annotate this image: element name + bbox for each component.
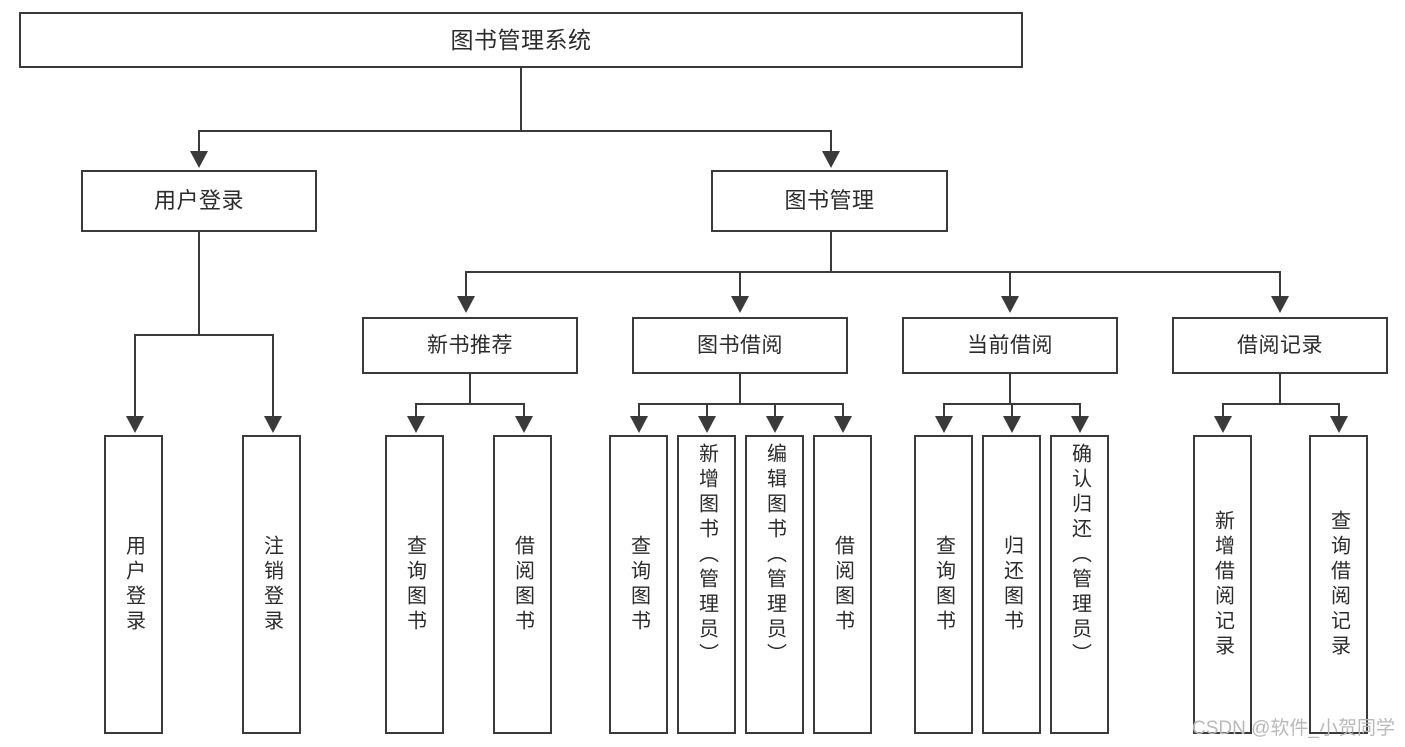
node-book-management[interactable]: 图书管理 xyxy=(711,170,948,232)
arrowhead-leaf-edit-book xyxy=(766,416,784,433)
node-label: 图书管理系统 xyxy=(450,26,592,53)
connector-bb-leaf1 xyxy=(638,403,640,418)
connector-nbr-leaf1 xyxy=(415,403,417,418)
node-user-login[interactable]: 用户登录 xyxy=(81,170,317,232)
connector-to-book-management xyxy=(830,130,832,154)
connector-current-borrow-stem xyxy=(1009,374,1011,404)
node-label: 编辑图书（管理员） xyxy=(763,443,786,668)
arrowhead-leaf-add-book xyxy=(698,416,716,433)
leaf-query-book-current-borrow[interactable]: 查询图书 xyxy=(914,435,973,734)
connector-cb-leaf2 xyxy=(1011,403,1013,418)
leaf-edit-book[interactable]: 编辑图书（管理员） xyxy=(745,435,804,734)
connector-user-login-bus xyxy=(134,334,274,336)
connector-user-login-leaf2 xyxy=(272,334,274,418)
leaf-user-login[interactable]: 用户登录 xyxy=(104,435,163,734)
arrowhead-to-user-login xyxy=(190,151,208,168)
leaf-query-book-book-borrow[interactable]: 查询图书 xyxy=(609,435,668,734)
arrowhead-to-book-borrow xyxy=(731,296,749,313)
node-label: 注销登录 xyxy=(260,534,283,635)
node-label: 用户登录 xyxy=(122,534,145,635)
node-label: 查询图书 xyxy=(627,534,650,635)
arrowhead-to-current-borrow xyxy=(1001,296,1019,313)
node-label: 查询借阅记录 xyxy=(1327,509,1350,660)
connector-br-leaf1 xyxy=(1222,403,1224,418)
connector-borrow-record-stem xyxy=(1279,374,1281,404)
connector-book-borrow-bus xyxy=(638,403,843,405)
node-label: 新书推荐 xyxy=(427,334,513,357)
node-label: 图书管理 xyxy=(784,188,875,213)
arrowhead-to-borrow-record xyxy=(1271,296,1289,313)
connector-root-stem xyxy=(520,68,522,131)
leaf-borrow-book-new-book-recommend[interactable]: 借阅图书 xyxy=(493,435,552,734)
node-label: 当前借阅 xyxy=(967,334,1053,357)
node-label: 图书借阅 xyxy=(697,334,783,357)
connector-new-book-recommend-bus xyxy=(415,403,523,405)
leaf-add-book[interactable]: 新增图书（管理员） xyxy=(677,435,736,734)
node-borrow-record[interactable]: 借阅记录 xyxy=(1172,317,1388,374)
arrowhead-leaf-user-logout xyxy=(264,416,282,433)
connector-to-user-login xyxy=(198,130,200,154)
connector-nbr-leaf2 xyxy=(523,403,525,418)
node-label: 查询图书 xyxy=(932,534,955,635)
connector-bb-leaf2 xyxy=(706,403,708,418)
node-current-borrow[interactable]: 当前借阅 xyxy=(902,317,1118,374)
leaf-add-borrow-record[interactable]: 新增借阅记录 xyxy=(1193,435,1252,734)
arrowhead-to-new-book-recommend xyxy=(457,296,475,313)
connector-new-book-recommend-stem xyxy=(469,374,471,404)
connector-user-login-leaf1 xyxy=(134,334,136,418)
arrowhead-to-book-management xyxy=(822,151,840,168)
leaf-confirm-return[interactable]: 确认归还（管理员） xyxy=(1050,435,1109,734)
arrowhead-leaf-borrow-book-1 xyxy=(515,416,533,433)
arrowhead-leaf-query-book-1 xyxy=(407,416,425,433)
leaf-return-book[interactable]: 归还图书 xyxy=(982,435,1041,734)
connector-to-current-borrow xyxy=(1009,271,1011,298)
node-book-borrow[interactable]: 图书借阅 xyxy=(632,317,848,374)
connector-br-leaf2 xyxy=(1338,403,1340,418)
arrowhead-leaf-return-book xyxy=(1003,416,1021,433)
leaf-user-logout[interactable]: 注销登录 xyxy=(242,435,301,734)
arrowhead-leaf-query-book-2 xyxy=(630,416,648,433)
arrowhead-leaf-borrow-book-2 xyxy=(834,416,852,433)
arrowhead-leaf-user-login xyxy=(126,416,144,433)
leaf-query-borrow-record[interactable]: 查询借阅记录 xyxy=(1309,435,1368,734)
connector-user-login-stem xyxy=(198,232,200,335)
arrowhead-leaf-query-record xyxy=(1330,416,1348,433)
arrowhead-leaf-query-book-3 xyxy=(935,416,953,433)
node-label: 用户登录 xyxy=(153,188,244,213)
node-label: 新增借阅记录 xyxy=(1211,509,1234,660)
connector-level2-bus xyxy=(198,130,832,132)
connector-to-new-book-recommend xyxy=(465,271,467,298)
node-label: 确认归还（管理员） xyxy=(1068,443,1091,668)
leaf-query-book-new-book-recommend[interactable]: 查询图书 xyxy=(385,435,444,734)
connector-level3-bus xyxy=(465,271,1281,273)
node-label: 归还图书 xyxy=(1000,534,1023,635)
connector-book-borrow-stem xyxy=(739,374,741,404)
connector-to-borrow-record xyxy=(1279,271,1281,298)
connector-to-book-borrow xyxy=(739,271,741,298)
arrowhead-leaf-confirm-return xyxy=(1071,416,1089,433)
node-label: 新增图书（管理员） xyxy=(695,443,718,668)
node-label: 借阅图书 xyxy=(511,534,534,635)
connector-bb-leaf4 xyxy=(842,403,844,418)
node-root-book-management-system[interactable]: 图书管理系统 xyxy=(19,12,1023,68)
connector-bb-leaf3 xyxy=(774,403,776,418)
connector-cb-leaf3 xyxy=(1079,403,1081,418)
node-label: 查询图书 xyxy=(403,534,426,635)
connector-book-management-stem xyxy=(830,232,832,272)
node-label: 借阅记录 xyxy=(1237,334,1323,357)
leaf-borrow-book-book-borrow[interactable]: 借阅图书 xyxy=(813,435,872,734)
node-label: 借阅图书 xyxy=(831,534,854,635)
arrowhead-leaf-add-record xyxy=(1214,416,1232,433)
connector-borrow-record-bus xyxy=(1222,403,1338,405)
node-new-book-recommend[interactable]: 新书推荐 xyxy=(362,317,578,374)
connector-cb-leaf1 xyxy=(943,403,945,418)
